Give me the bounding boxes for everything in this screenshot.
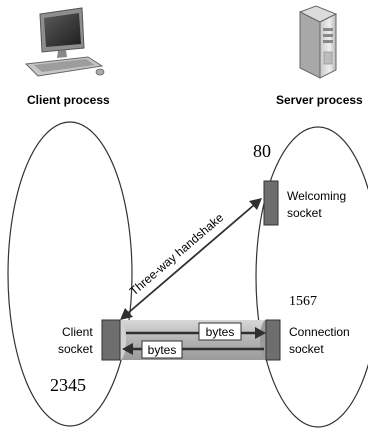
bytes-label-bottom: bytes xyxy=(148,343,177,357)
welcoming-port-number: 80 xyxy=(253,141,271,161)
welcoming-socket xyxy=(263,180,279,226)
server-process-label: Server process xyxy=(276,93,363,107)
bytes-label-box-bottom xyxy=(141,340,183,359)
connection-socket-label-line1: Connection xyxy=(289,325,350,339)
connection-port-number: 1567 xyxy=(289,294,317,309)
client-port-number: 2345 xyxy=(50,375,86,395)
tcp-connection-pipe xyxy=(114,320,272,360)
bytes-label-top: bytes xyxy=(206,325,235,339)
client-socket-label-line1: Client xyxy=(62,325,93,339)
welcoming-socket-label-line1: Welcoming xyxy=(287,189,346,203)
bytes-label-box-top xyxy=(198,322,242,341)
client-process-label: Client process xyxy=(27,93,110,107)
three-way-handshake-arrow xyxy=(120,198,262,320)
server-tower-icon xyxy=(298,5,338,79)
client-socket-label-line2: socket xyxy=(58,342,93,356)
welcoming-socket-label-line2: socket xyxy=(287,206,322,220)
connection-socket xyxy=(265,319,281,361)
client-process-boundary xyxy=(7,121,133,427)
server-process-boundary xyxy=(255,126,368,428)
client-socket xyxy=(101,319,121,361)
handshake-label: Three-way handshake xyxy=(127,210,227,298)
connection-socket-label-line2: socket xyxy=(289,342,324,356)
desktop-computer-icon xyxy=(24,7,105,77)
